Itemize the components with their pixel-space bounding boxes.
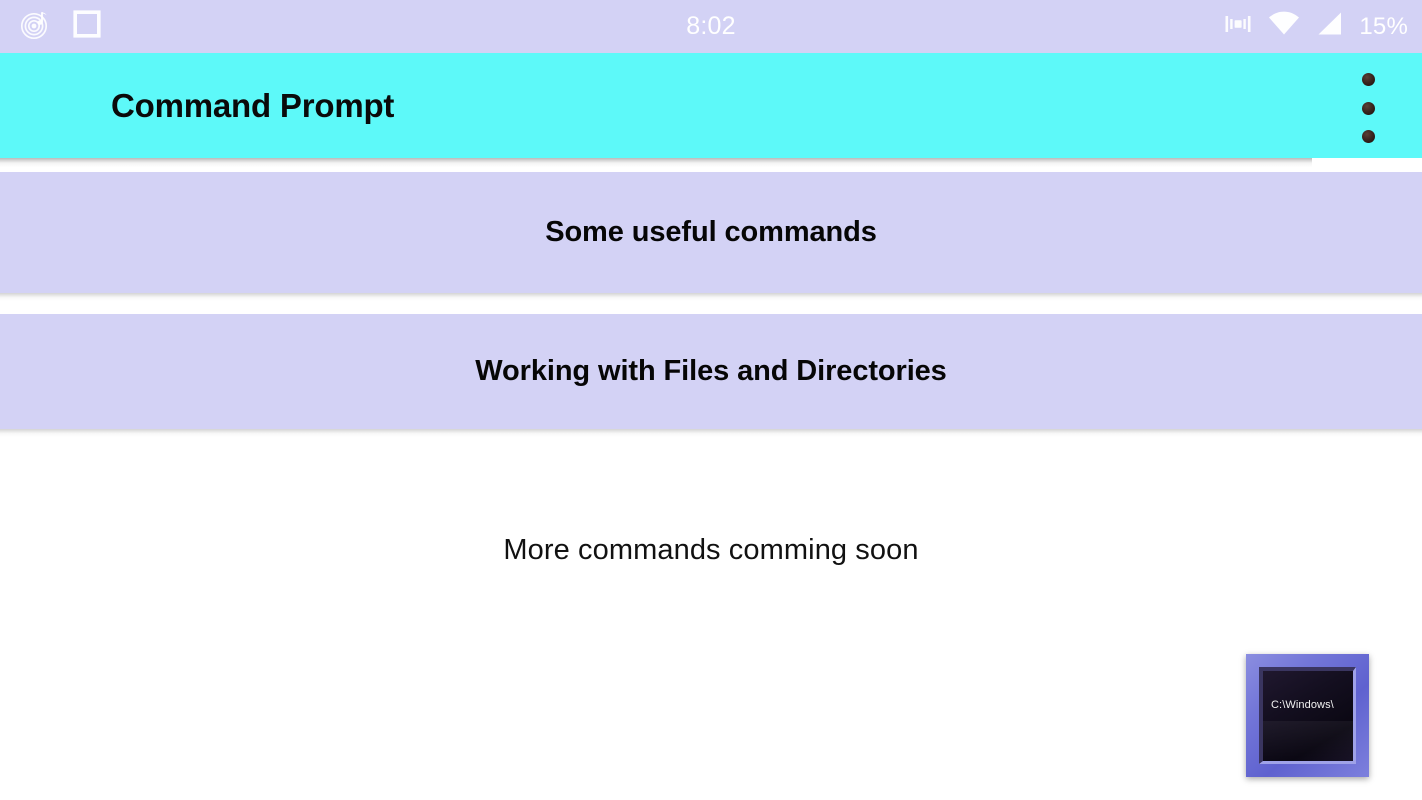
list-item-some-useful-commands[interactable]: Some useful commands: [0, 172, 1422, 293]
overflow-dot: [1361, 101, 1375, 115]
battery-percent-label: 15%: [1359, 12, 1408, 40]
list-item-shadow: [0, 293, 1422, 301]
wifi-icon: [1267, 9, 1301, 44]
status-bar: 8:02: [0, 0, 1422, 53]
overflow-dot: [1361, 73, 1375, 86]
status-bar-left-icons: [0, 8, 102, 45]
terminal-sheen: [1263, 720, 1353, 761]
list-item-label: Some useful commands: [545, 216, 877, 248]
list-item-working-with-files-and-directories[interactable]: Working with Files and Directories: [0, 314, 1422, 429]
command-prompt-path-text: C:\Windows\: [1271, 699, 1334, 711]
music-disc-icon: [20, 8, 52, 45]
square-app-icon: [72, 9, 102, 44]
cellular-signal-icon: [1315, 9, 1345, 44]
app-bar-shadow: [0, 158, 1312, 167]
page-title: Command Prompt: [111, 87, 395, 124]
vibrate-icon: [1223, 9, 1253, 44]
three-dots-vertical-icon[interactable]: [1354, 73, 1382, 143]
status-bar-clock: 8:02: [686, 12, 736, 40]
command-prompt-terminal-screen: C:\Windows\: [1259, 667, 1356, 764]
command-prompt-icon: C:\Windows\: [1246, 654, 1369, 777]
overflow-dot: [1361, 130, 1375, 143]
app-bar: Command Prompt: [0, 53, 1422, 158]
coming-soon-note: More commands comming soon: [503, 534, 919, 566]
list-item-label: Working with Files and Directories: [475, 355, 947, 387]
status-bar-right-icons: 15%: [1223, 0, 1408, 53]
list-item-shadow: [0, 429, 1422, 437]
